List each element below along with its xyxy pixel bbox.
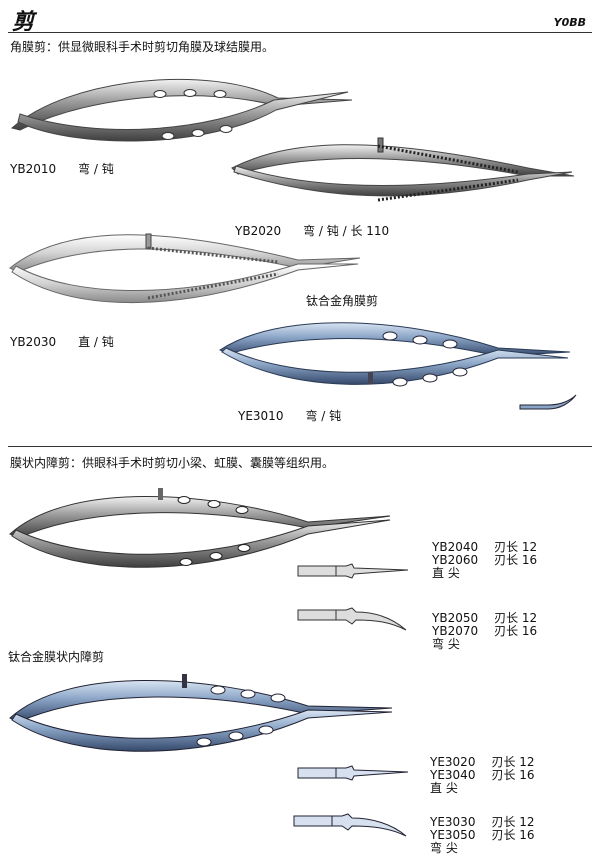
titanium-membrane-label: 钛合金膜状内障剪 [8,650,105,664]
tip-curved-steel [297,607,407,631]
section-heading-corneal: 角膜剪：供显微眼科手术时剪切角膜及球结膜用。 [10,40,275,54]
header-divider [8,32,592,33]
scissors-yb2020-image [231,137,575,202]
scissors-membrane-titanium-image [9,674,393,752]
ye3010-tip-detail [519,394,577,410]
scissors-yb2010-image [10,78,353,142]
titanium-corneal-label: 钛合金角膜剪 [306,294,379,308]
section-divider [8,446,592,447]
tip-curved-titanium [293,813,407,837]
tip-straight-steel [297,563,409,579]
scissors-yb2030-image [9,233,361,303]
catalog-code: Y0BB [553,16,586,29]
section-heading-membrane: 膜状内障剪：供眼科手术时剪切小梁、虹膜、囊膜等组织用。 [10,456,335,470]
page-title: 剪 [12,10,35,35]
tip-straight-titanium [297,765,409,781]
scissors-membrane-steel-image [9,488,391,568]
scissors-ye3010-image [218,322,571,387]
